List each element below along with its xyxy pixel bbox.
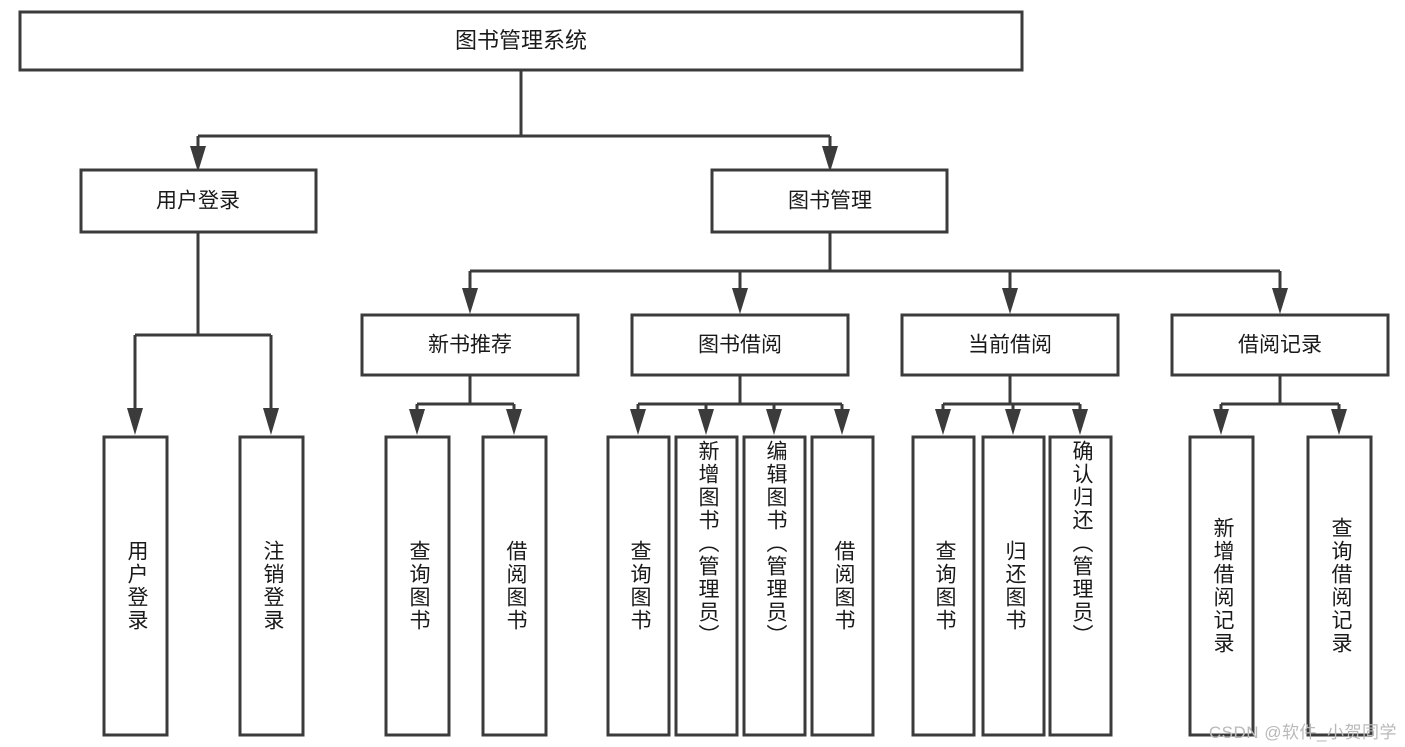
leaf-box-query-borrow-record[interactable]	[1306, 435, 1373, 737]
node-user-login-label: 用户登录	[156, 190, 240, 213]
node-book-management-box[interactable]	[710, 168, 949, 234]
leaf-box-confirm-return-admin[interactable]	[1048, 435, 1113, 737]
csdn-watermark: CSDN @软件_小贺同学	[1208, 723, 1397, 742]
connector-group-root-to-level2	[190, 70, 838, 172]
node-new-book-recommend[interactable]: 新书推荐	[360, 313, 580, 377]
node-current-borrow[interactable]: 当前借阅	[900, 313, 1120, 377]
arrow-head-to-book-borrow	[732, 288, 748, 314]
arrow-head-borrow-record-leaf-2	[1331, 409, 1347, 435]
arrow-head-current-borrow-leaf-1	[935, 409, 951, 435]
node-current-borrow-box[interactable]	[900, 313, 1120, 377]
leaf-box-add-borrow-record[interactable]	[1188, 435, 1255, 737]
arrow-head-to-borrow-record	[1272, 288, 1288, 314]
leaf-box-borrow-book[interactable]	[810, 435, 875, 737]
arrow-head-book-borrow-leaf-1	[630, 409, 646, 435]
leaf-box-query-book-new[interactable]	[384, 435, 451, 737]
leaf-box-user-login[interactable]	[102, 435, 169, 737]
node-book-management-label: 图书管理	[788, 190, 872, 213]
connector-group-borrow-record-to-leaves	[1213, 375, 1347, 435]
arrow-head-to-new-book	[462, 288, 478, 314]
leaf-box-borrow-book-new[interactable]	[481, 435, 548, 737]
connector-group-book-mgmt-to-level3	[462, 232, 1288, 314]
arrow-head-current-borrow-leaf-2	[1005, 409, 1021, 435]
node-book-borrow[interactable]: 图书借阅	[630, 313, 850, 377]
node-new-book-recommend-label: 新书推荐	[428, 334, 512, 357]
node-borrow-record-label: 借阅记录	[1238, 334, 1322, 357]
arrow-head-user-login-leaf-2	[263, 408, 279, 435]
leaf-box-edit-book-admin[interactable]	[742, 435, 807, 737]
arrow-head-borrow-record-leaf-1	[1213, 409, 1229, 435]
node-book-borrow-box[interactable]	[630, 313, 850, 377]
connector-group-user-login-to-leaves	[127, 232, 279, 435]
leaf-box-return-book[interactable]	[981, 435, 1046, 737]
node-root-box[interactable]	[18, 10, 1024, 72]
arrow-head-to-book-mgmt	[822, 146, 838, 172]
connector-group-new-book-to-leaves	[409, 375, 522, 435]
node-new-book-recommend-box[interactable]	[360, 313, 580, 377]
node-root[interactable]: 图书管理系统	[18, 10, 1024, 72]
node-user-login-box[interactable]	[79, 168, 318, 234]
leaf-box-add-book-admin[interactable]	[674, 435, 739, 737]
connector-group-book-borrow-to-leaves	[630, 375, 850, 435]
node-borrow-record-box[interactable]	[1170, 313, 1390, 377]
node-borrow-record[interactable]: 借阅记录	[1170, 313, 1390, 377]
arrow-head-book-borrow-leaf-2	[698, 409, 714, 435]
leaf-node-group	[102, 435, 1373, 737]
leaf-box-logout[interactable]	[238, 435, 305, 737]
node-current-borrow-label: 当前借阅	[968, 334, 1052, 357]
arrow-head-new-book-leaf-1	[409, 409, 425, 435]
connector-group-current-borrow-to-leaves	[935, 375, 1088, 435]
arrow-head-current-borrow-leaf-3	[1072, 409, 1088, 435]
leaf-box-query-book-current[interactable]	[911, 435, 976, 737]
leaf-box-query-book-borrow[interactable]	[606, 435, 671, 737]
arrow-head-to-user-login	[190, 146, 206, 172]
node-root-label: 图书管理系统	[455, 28, 587, 53]
arrow-head-user-login-leaf-1	[127, 408, 143, 435]
node-user-login[interactable]: 用户登录	[79, 168, 318, 234]
arrow-head-book-borrow-leaf-3	[766, 409, 782, 435]
node-book-management[interactable]: 图书管理	[710, 168, 949, 234]
arrow-head-to-current-borrow	[1002, 288, 1018, 314]
arrow-head-book-borrow-leaf-4	[834, 409, 850, 435]
node-book-borrow-label: 图书借阅	[698, 334, 782, 357]
arrow-head-new-book-leaf-2	[506, 409, 522, 435]
